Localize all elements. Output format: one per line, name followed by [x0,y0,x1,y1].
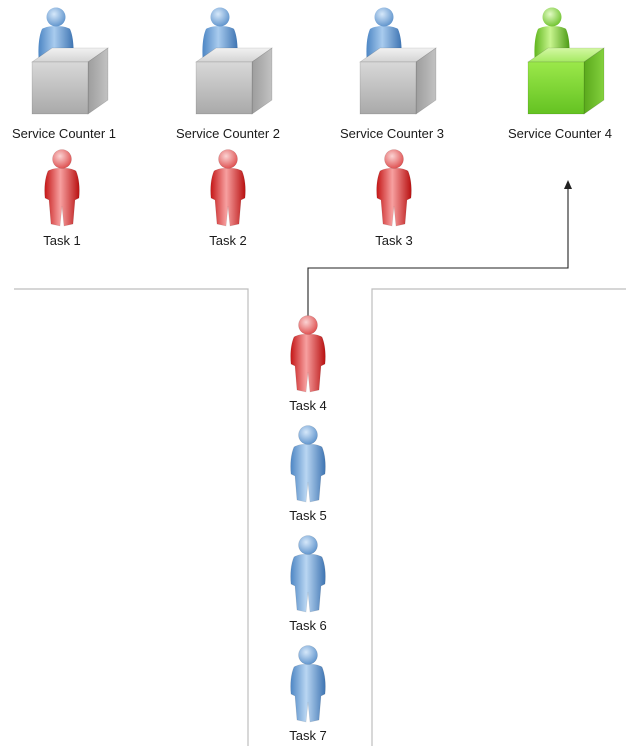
arrow-head-icon [564,180,572,189]
service-counter-4-label: Service Counter 4 [507,126,613,141]
task-5-person-icon [290,425,326,503]
task-1-person-icon [44,149,80,227]
service-desk-2-icon [195,47,273,115]
task-3-person-icon [376,149,412,227]
service-counter-1-label: Service Counter 1 [11,126,117,141]
queue-wall-right [371,288,626,746]
service-counter-2-label: Service Counter 2 [175,126,281,141]
queue-wall-left [14,288,249,746]
task-2-person-icon [210,149,246,227]
service-desk-4-icon [527,47,605,115]
task-4-label: Task 4 [289,398,327,413]
task-2-label: Task 2 [209,233,247,248]
task-7-person-icon [290,645,326,723]
task-6-label: Task 6 [289,618,327,633]
task-7-label: Task 7 [289,728,327,743]
task-1-label: Task 1 [43,233,81,248]
service-desk-1-icon [31,47,109,115]
service-counter-3-label: Service Counter 3 [339,126,445,141]
service-desk-3-icon [359,47,437,115]
task-6-person-icon [290,535,326,613]
assignment-arrow-line [307,188,569,316]
task-4-person-icon [290,315,326,393]
task-5-label: Task 5 [289,508,327,523]
task-3-label: Task 3 [375,233,413,248]
